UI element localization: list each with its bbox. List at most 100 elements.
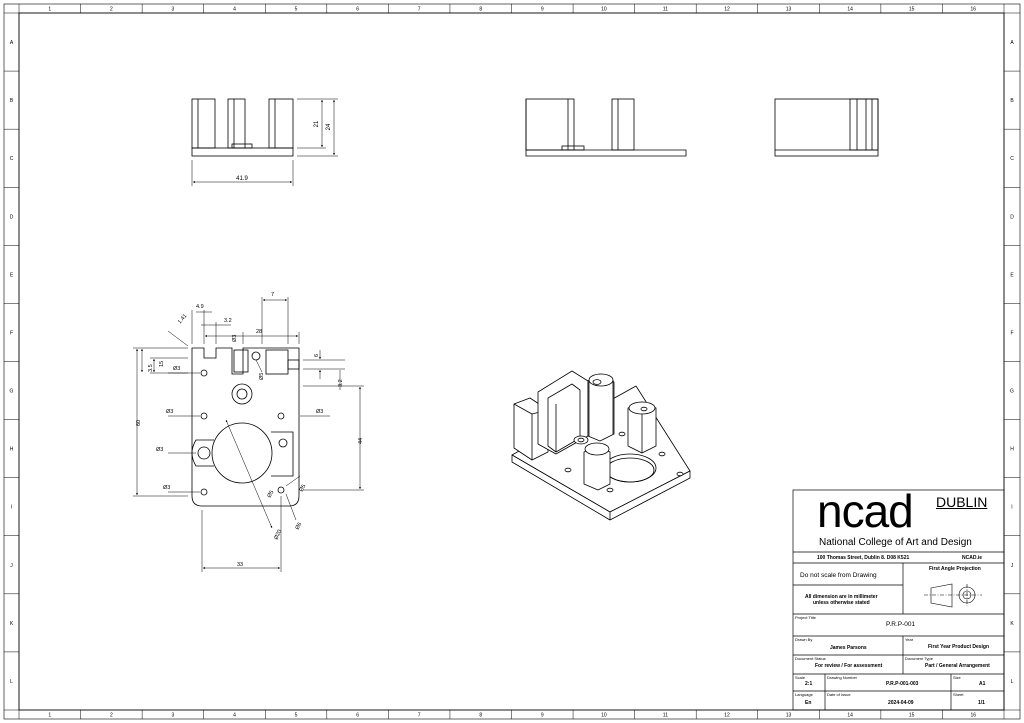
- dim-dia-3-f: Ø3: [232, 335, 238, 342]
- border-col-label-top: 3: [172, 7, 175, 13]
- border-row-label-left: G: [10, 389, 14, 395]
- border-col-label-top: 8: [479, 7, 482, 13]
- dim-44: 44: [358, 438, 364, 444]
- year: First Year Product Design: [928, 644, 990, 650]
- dim-60: 60: [136, 420, 142, 426]
- border-col-label-bottom: 10: [601, 713, 607, 719]
- first-angle-projection-symbol: [924, 583, 982, 608]
- units-note-2: unless otherwise stated: [813, 600, 870, 606]
- border-col-label-top: 16: [970, 7, 976, 13]
- border-row-label-left: L: [10, 679, 13, 685]
- college-name: National College of Art and Design: [819, 537, 972, 548]
- border-row-label-right: A: [1010, 40, 1014, 46]
- end-view: [774, 98, 879, 157]
- border-row-label-left: K: [10, 621, 14, 627]
- border-row-label-right: C: [1010, 156, 1014, 162]
- border-labels: 1122334455667788991010111112121313141415…: [10, 7, 1015, 719]
- size-label: Size: [953, 675, 961, 680]
- ncad-logo-city: DUBLIN: [936, 494, 988, 510]
- border-row-label-right: L: [1011, 679, 1014, 685]
- border-row-label-left: B: [10, 98, 14, 104]
- drawn-by-label: Drawn By: [795, 637, 813, 642]
- date-label: Date of Issue: [827, 692, 851, 697]
- border-row-label-left: J: [10, 563, 13, 569]
- dim-7: 7: [271, 292, 274, 298]
- date: 2024-04-09: [888, 700, 914, 706]
- plan-view-dim-text: 4.9 7 1.41 3.2 28 3.5 15 6 60 44 3.2 33 …: [136, 292, 364, 568]
- dim-dia-5-mid: Ø5: [267, 490, 276, 499]
- address: 100 Thomas Street, Dublin 8. D08 K521: [817, 555, 910, 561]
- ncad-logo: ncad: [817, 485, 914, 537]
- border-col-label-top: 13: [786, 7, 792, 13]
- dim-41-9: 41.9: [236, 176, 248, 182]
- side-view: [525, 98, 687, 157]
- border-col-label-bottom: 12: [724, 713, 730, 719]
- isometric-view: [511, 370, 691, 521]
- dim-15: 15: [159, 361, 165, 367]
- border-col-label-bottom: 5: [295, 713, 298, 719]
- front-view: [191, 98, 294, 157]
- scale-label: Scale: [795, 675, 806, 680]
- dim-dia-3-e: Ø3: [163, 485, 170, 491]
- border-col-label-bottom: 13: [786, 713, 792, 719]
- units-note-1: All dimension are in millimeter: [805, 594, 878, 600]
- plan-view-dims: [133, 297, 364, 572]
- project-title: P.R.P-001: [886, 621, 916, 628]
- dim-3-5: 3.5: [148, 364, 154, 372]
- dim-dia-6-bottom: Ø6: [295, 522, 304, 531]
- border-col-label-top: 1: [48, 7, 51, 13]
- border-col-label-bottom: 8: [479, 713, 482, 719]
- border-col-label-bottom: 9: [541, 713, 544, 719]
- border-row-label-left: E: [10, 272, 14, 278]
- front-view-dims: [191, 98, 338, 186]
- dim-dia-3-d: Ø3: [156, 447, 163, 453]
- border-col-label-top: 15: [909, 7, 915, 13]
- dim-4-9: 4.9: [196, 304, 204, 310]
- border-col-label-top: 9: [541, 7, 544, 13]
- website: NCAD.ie: [962, 555, 983, 561]
- scale: 2:1: [805, 681, 813, 687]
- year-label: Year: [905, 637, 914, 642]
- border-row-label-left: D: [10, 214, 14, 220]
- drawing-number: P.R.P-001-003: [886, 681, 919, 687]
- border-row-label-right: D: [1010, 214, 1014, 220]
- border-grid: [4, 4, 1020, 719]
- drawing-number-label: Drawing Number: [827, 675, 858, 680]
- dim-6: 6: [314, 354, 320, 357]
- border-col-label-bottom: 3: [172, 713, 175, 719]
- border-col-label-bottom: 2: [110, 713, 113, 719]
- border-row-label-right: H: [1010, 447, 1014, 453]
- border-col-label-top: 5: [295, 7, 298, 13]
- dim-33: 33: [237, 562, 243, 568]
- border-col-label-bottom: 1: [48, 713, 51, 719]
- border-col-label-top: 14: [847, 7, 853, 13]
- dim-1-41: 1.41: [177, 313, 188, 325]
- border-row-label-right: F: [1010, 330, 1013, 336]
- border-row-label-right: I: [1011, 505, 1012, 511]
- sheet-label: Sheet: [953, 692, 964, 697]
- doc-status-label: Document Status: [795, 656, 826, 661]
- doc-type-label: Document Type: [905, 656, 933, 661]
- border-col-label-top: 2: [110, 7, 113, 13]
- doc-type: Part / General Arrangement: [925, 663, 990, 669]
- dim-dia-3-c: Ø3: [316, 409, 323, 415]
- dim-3-2-right: 3.2: [338, 379, 344, 387]
- dim-dia-5-top: Ø5: [259, 373, 265, 380]
- dim-dia-5-right: Ø5: [299, 484, 308, 493]
- plan-view: [191, 347, 300, 507]
- scale-warning: Do not scale from Drawing: [800, 572, 877, 579]
- border-row-label-right: G: [1010, 389, 1014, 395]
- dim-28: 28: [256, 329, 262, 335]
- border-row-label-left: H: [10, 447, 14, 453]
- dim-dia-3-a: Ø3: [173, 366, 180, 372]
- border-col-label-bottom: 11: [663, 713, 668, 719]
- language-label: Language: [795, 692, 813, 697]
- drawing-frame: [3, 3, 1021, 720]
- language: En: [805, 700, 812, 706]
- border-col-label-top: 6: [356, 7, 359, 13]
- projection-title: First Angle Projection: [929, 566, 981, 572]
- border-col-label-bottom: 4: [233, 713, 236, 719]
- border-row-label-left: C: [10, 156, 14, 162]
- border-col-label-top: 4: [233, 7, 236, 13]
